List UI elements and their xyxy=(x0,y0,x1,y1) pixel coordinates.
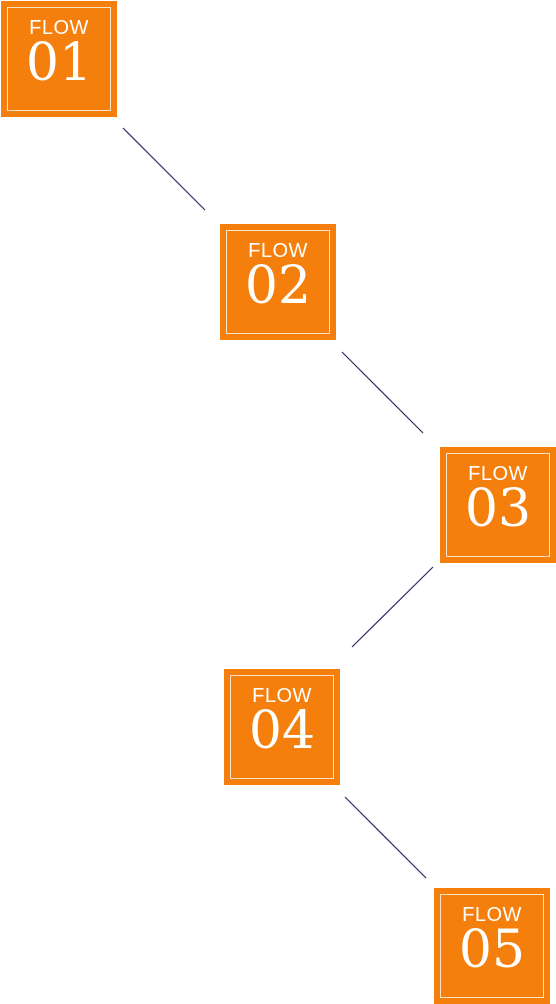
flow-step-02: FLOW 02 xyxy=(220,224,336,340)
flow-step-number: 04 xyxy=(248,701,316,761)
connector-04-05 xyxy=(344,796,427,879)
flow-step-03: FLOW 03 xyxy=(440,447,556,563)
flow-step-number: 03 xyxy=(464,479,532,539)
flow-step-05: FLOW 05 xyxy=(434,888,550,1004)
flow-step-border xyxy=(446,453,550,557)
connector-01-02 xyxy=(122,127,206,211)
flow-step-border xyxy=(440,894,544,998)
flow-step-label: FLOW xyxy=(248,240,308,262)
connector-03-04 xyxy=(351,566,434,648)
flow-step-border xyxy=(230,675,334,779)
flow-step-label: FLOW xyxy=(29,17,89,39)
flow-step-border xyxy=(226,230,330,334)
flow-step-border xyxy=(7,7,111,111)
connector-02-03 xyxy=(341,351,424,434)
flow-step-label: FLOW xyxy=(252,685,312,707)
flow-step-04: FLOW 04 xyxy=(224,669,340,785)
flow-step-number: 05 xyxy=(458,920,526,980)
flow-step-number: 01 xyxy=(25,33,93,93)
flow-step-label: FLOW xyxy=(468,463,528,485)
flow-step-01: FLOW 01 xyxy=(1,1,117,117)
flow-step-label: FLOW xyxy=(462,904,522,926)
flow-step-number: 02 xyxy=(244,256,312,316)
